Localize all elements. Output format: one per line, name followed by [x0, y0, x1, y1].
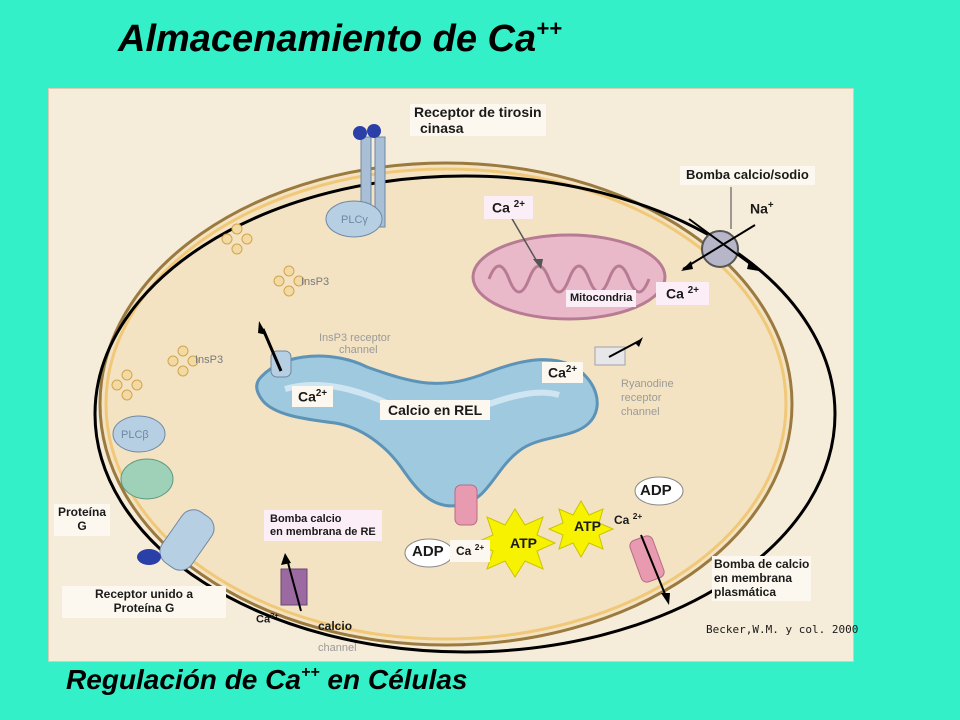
- insp3-label-b: InsP3: [195, 354, 223, 366]
- label-ca-ryanodine: Ca2+: [542, 362, 584, 383]
- label-ca-pump: Ca 2+: [656, 282, 709, 305]
- label-mitocondria: Mitocondria: [566, 290, 637, 307]
- label-calcio-channel: calcio: [318, 619, 353, 633]
- ryanodine-label-1: Ryanodine: [621, 378, 674, 390]
- label-adp-left: ADP: [412, 543, 444, 560]
- plc-gamma-body: [325, 200, 383, 238]
- cell-outline: [93, 174, 837, 654]
- label-atp-right: ATP: [574, 518, 601, 534]
- label-channel-word: channel: [318, 642, 357, 654]
- mitochondria-cristae: [487, 264, 651, 294]
- ca-na-exchanger: [701, 230, 739, 268]
- g-protein: [120, 458, 174, 500]
- g-protein-receptor: [159, 509, 215, 571]
- page-subtitle: Regulación de Ca++ en Células: [66, 664, 468, 695]
- label-ca-adp-left: Ca 2+: [450, 540, 491, 562]
- label-na: Na+: [750, 200, 774, 217]
- g-receptor-ligand: [137, 549, 161, 565]
- atp-burst-right: [547, 499, 615, 559]
- atp-burst-left: [473, 508, 557, 578]
- label-ca-channel: Ca2+: [256, 611, 279, 626]
- plc-gamma-label: PLCγ: [341, 214, 368, 226]
- insp3-molecule-left: [111, 369, 143, 401]
- plc-beta-label: PLCβ: [121, 429, 149, 441]
- er-calcium-pump: [454, 484, 478, 526]
- plc-beta: [112, 415, 166, 453]
- page-title: Almacenamiento de Ca++: [118, 16, 562, 60]
- label-calcio-rel: Calcio en REL: [380, 400, 491, 421]
- ryanodine-label-3: channel: [621, 406, 660, 418]
- label-ca-adp-right: Ca 2+: [614, 511, 643, 527]
- ryanodine-label-2: receptor: [621, 392, 662, 404]
- insp3-label-a: InsP3: [301, 276, 329, 288]
- insp3-molecule-low: [167, 345, 199, 377]
- label-adp-right: ADP: [640, 482, 672, 499]
- adp-bubble-right: [634, 476, 684, 506]
- insp3-molecule-top: [221, 223, 253, 255]
- insp3-receptor-label: InsP3 receptor: [319, 332, 391, 344]
- insp3-channel-label: channel: [339, 344, 378, 356]
- citation: Becker,W.M. y col. 2000: [706, 623, 859, 636]
- tk-receptor-ligand: [353, 126, 367, 140]
- er-lumen: [255, 354, 599, 508]
- label-pump-ca-na: Bomba calcio/sodio: [680, 166, 815, 185]
- label-ca-mito: Ca 2+: [484, 196, 533, 219]
- cell-membrane-inner: [104, 167, 788, 641]
- insp3-molecule-mid: [273, 265, 305, 297]
- label-atp-left: ATP: [510, 535, 537, 551]
- ca-release-arrow: [261, 328, 283, 372]
- label-ca-insp3: Ca2+: [292, 386, 334, 407]
